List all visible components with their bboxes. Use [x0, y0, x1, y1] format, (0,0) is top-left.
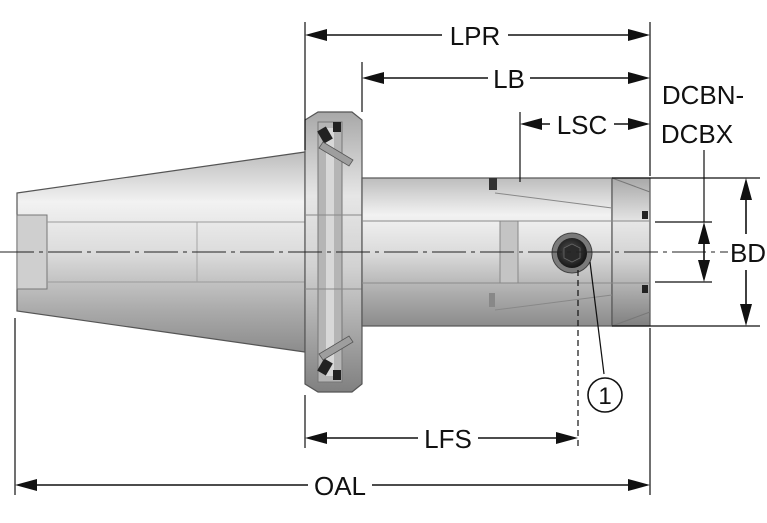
dimension-oal: OAL: [15, 471, 650, 501]
dimension-dcb: DCBN- DCBX: [661, 80, 744, 282]
side-lock-screw: [551, 232, 593, 274]
dimension-lpr: LPR: [305, 21, 650, 51]
extension-lines: [14, 22, 760, 495]
nose-chamfer-bottom: [611, 311, 651, 327]
label-oal: OAL: [314, 471, 366, 501]
clamp-mark-top: [489, 178, 497, 190]
drive-key-bottom: [317, 335, 354, 380]
nose-mark-bottom: [642, 285, 648, 293]
label-lsc: LSC: [557, 110, 608, 140]
dimension-lfs: LFS: [305, 424, 578, 454]
callout-number: 1: [598, 383, 611, 410]
callout-1: 1: [587, 261, 623, 413]
label-lfs: LFS: [424, 424, 472, 454]
label-bd: BD: [730, 238, 766, 268]
nose-chamfer-top: [611, 177, 651, 193]
dimension-lsc: LSC: [520, 110, 650, 140]
callout-circle: [587, 377, 623, 413]
clamp-taper-bottom: [494, 294, 613, 311]
clamp-mark-bottom: [489, 293, 495, 307]
label-lb: LB: [493, 64, 525, 94]
drive-key-top: [317, 122, 354, 167]
nose-mark-top: [642, 211, 648, 219]
label-dcbx: DCBX: [661, 119, 733, 149]
label-lpr: LPR: [450, 21, 501, 51]
clamp-taper-top: [494, 192, 613, 209]
label-dcbn: DCBN-: [662, 80, 744, 110]
dimension-bd: BD: [728, 178, 766, 326]
dimension-lb: LB: [362, 64, 650, 94]
